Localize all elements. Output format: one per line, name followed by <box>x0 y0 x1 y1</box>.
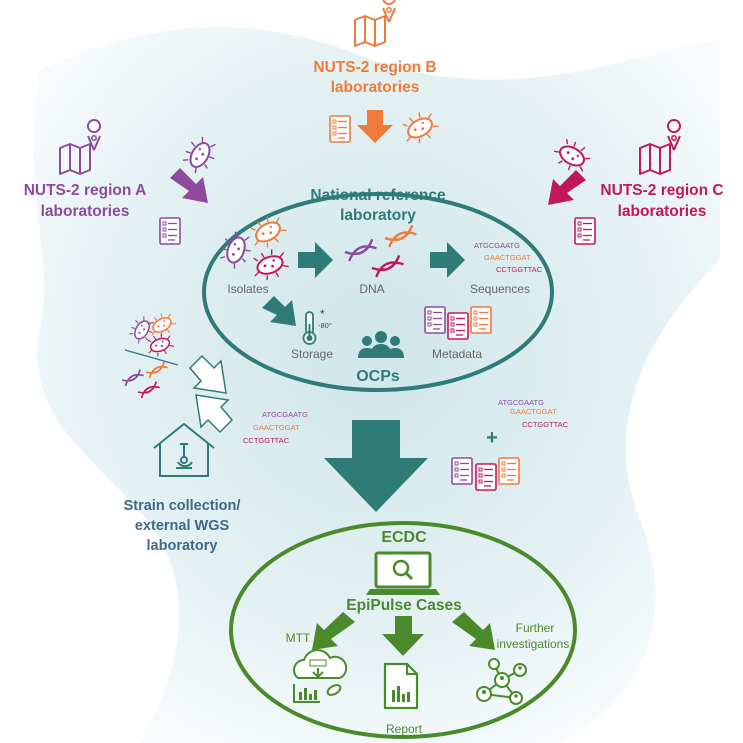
dna-to-sequences-arrow-icon <box>430 242 465 278</box>
lab-house-icon <box>153 422 215 477</box>
strain-seq-line-3: CCTGGTTAC <box>243 436 290 445</box>
mid-checklist-pink-icon <box>475 463 497 491</box>
region-a-label: NUTS-2 region A <box>24 182 147 199</box>
report-document-icon <box>383 662 419 710</box>
region-b-map-icon <box>354 0 397 47</box>
strain-collection-label-line3: laboratory <box>147 538 218 554</box>
mid-checklist-purple-icon <box>451 457 473 485</box>
to-mtt-arrow-icon <box>312 612 355 650</box>
region-c-sublabel: laboratories <box>618 203 707 220</box>
thermometer-icon: * <box>302 307 325 345</box>
to-further-arrow-icon <box>452 612 495 650</box>
metadata-checklist-orange-icon <box>470 306 492 334</box>
mid-seq-line-3: CCTGGTTAC <box>522 420 569 429</box>
further-investigations-label: Further <box>516 621 555 635</box>
dna-label: DNA <box>359 282 384 296</box>
region-b-label: NUTS-2 region B <box>313 59 436 76</box>
nrl-seq-line-1: ATGCGAATG <box>474 241 520 250</box>
region-b-checklist-icon <box>329 115 351 143</box>
further-investigations-label-line2: investigations <box>497 637 570 651</box>
metadata-checklist-pink-icon <box>447 312 469 340</box>
nrl-seq-line-2: GAACTGGAT <box>484 253 531 262</box>
region-a-arrow-icon <box>170 168 208 203</box>
region-a-sublabel: laboratories <box>41 203 130 220</box>
svg-text:*: * <box>320 307 325 321</box>
plus-sign: + <box>486 427 498 449</box>
ocps-label: OCPs <box>356 368 400 385</box>
laptop-search-icon <box>366 551 440 595</box>
to-report-arrow-icon <box>382 616 424 656</box>
strain-seq-line-2: GAACTGGAT <box>253 423 300 432</box>
isolates-to-dna-arrow-icon <box>298 242 333 278</box>
strain-collection-label: Strain collection/ <box>124 498 241 514</box>
nrl-seq-line-3: CCTGGTTAC <box>496 265 543 274</box>
strain-collection-label-line2: external WGS <box>135 518 230 534</box>
region-a-checklist-icon <box>159 217 181 245</box>
metadata-label: Metadata <box>432 347 482 361</box>
region-b-arrow-icon <box>357 110 393 143</box>
region-c-checklist-icon <box>574 217 596 245</box>
strain-outgoing-arrow-icon <box>188 354 227 394</box>
region-b-sublabel: laboratories <box>331 79 420 96</box>
storage-label: Storage <box>291 347 333 361</box>
epipulse-label: EpiPulse Cases <box>346 597 461 614</box>
region-c-arrow-icon <box>548 170 586 205</box>
nrl-to-ecdc-arrow-icon <box>324 420 428 512</box>
mid-checklist-orange-icon <box>498 457 520 485</box>
mid-seq-line-1: ATGCGAATG <box>498 398 544 407</box>
region-c-label: NUTS-2 region C <box>600 182 723 199</box>
strain-seq-line-1: ATGCGAATG <box>262 410 308 419</box>
nrl-title: National reference <box>310 187 446 204</box>
people-icon <box>358 331 404 358</box>
ecdc-title: ECDC <box>381 529 427 546</box>
isolates-to-storage-arrow-icon <box>262 296 296 326</box>
network-icon <box>476 658 527 705</box>
mid-seq-line-2: GAACTGGAT <box>510 407 557 416</box>
cloud-icon <box>293 649 348 703</box>
nrl-title-line2: laboratory <box>340 207 416 224</box>
nrl-ellipse <box>202 192 554 392</box>
background-band <box>33 27 720 743</box>
mtt-label: MTT <box>286 631 311 645</box>
report-label: Report <box>386 722 423 736</box>
isolates-label: Isolates <box>227 282 268 296</box>
storage-temperature: -80° <box>318 321 332 330</box>
strain-divider <box>124 349 179 366</box>
metadata-checklist-purple-icon <box>424 306 446 334</box>
sequences-label: Sequences <box>470 282 530 296</box>
ecdc-ellipse <box>229 521 577 739</box>
strain-incoming-arrow-icon <box>195 394 234 434</box>
